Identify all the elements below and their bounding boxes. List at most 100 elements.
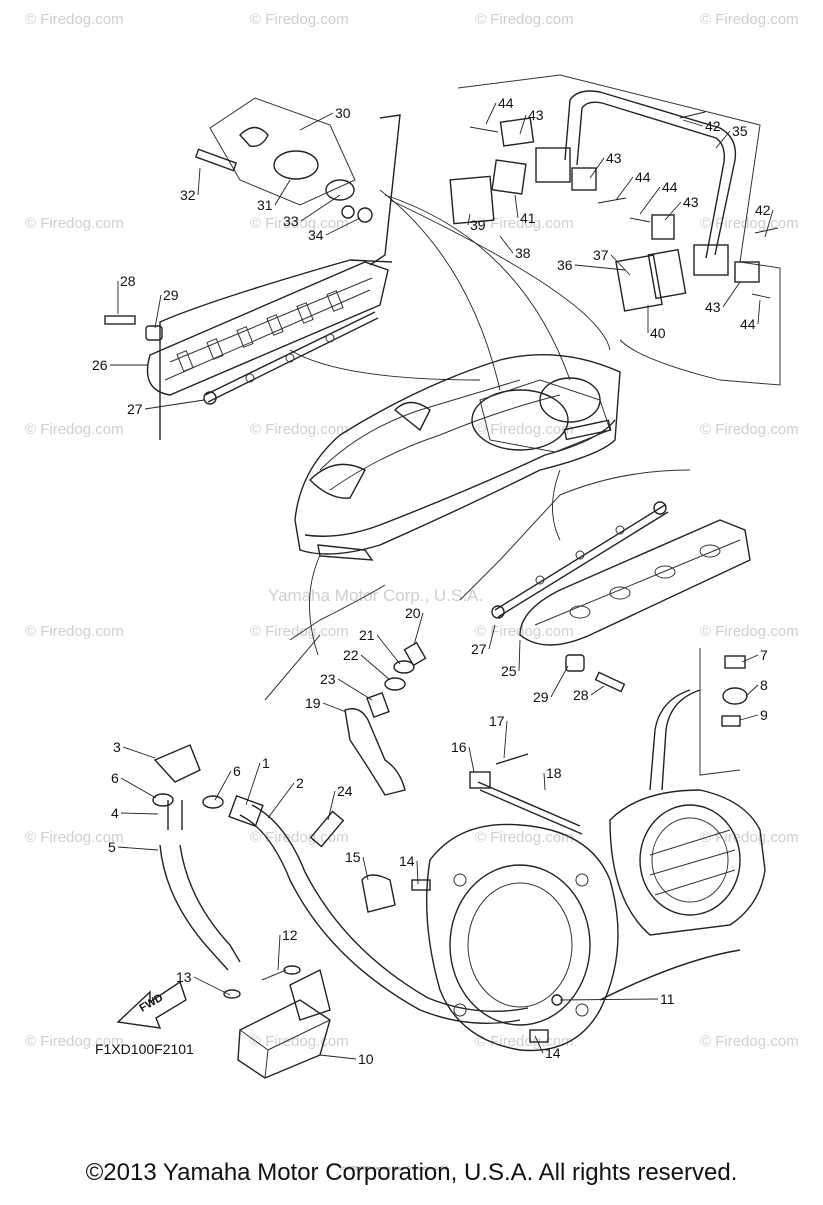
watermark: © Firedog.com — [475, 421, 574, 438]
seat-strap-panel — [104, 259, 393, 440]
watermark: © Firedog.com — [700, 215, 799, 232]
callout-number: 33 — [283, 213, 299, 229]
callout-43: 43 — [664, 194, 699, 221]
callout-16: 16 — [451, 739, 475, 773]
callout-number: 1 — [262, 755, 270, 771]
leader-line — [518, 639, 521, 672]
callout-27: 27 — [127, 399, 205, 417]
grab-handle-parts — [194, 97, 401, 266]
callout-33: 33 — [283, 194, 341, 229]
leader-line — [360, 654, 391, 681]
lower-strap-panel — [459, 469, 751, 693]
leader-line — [589, 157, 605, 179]
center-watermark: Yamaha Motor Corp., U.S.A. — [268, 586, 483, 605]
bolt-28 — [104, 315, 136, 325]
callout-41: 41 — [514, 194, 536, 226]
callout-number: 18 — [546, 765, 562, 781]
handle-mount-left — [535, 147, 571, 183]
watermark: © Firedog.com — [25, 1033, 124, 1050]
callout-number: 21 — [359, 627, 375, 643]
callout-14: 14 — [399, 853, 419, 885]
callout-8: 8 — [745, 677, 768, 697]
leader-line — [120, 777, 157, 799]
callout-number: 14 — [399, 853, 415, 869]
strap-slots — [176, 290, 344, 372]
leader-line — [664, 201, 682, 221]
callout-32: 32 — [180, 167, 201, 203]
callout-23: 23 — [320, 671, 373, 701]
leader-line — [543, 772, 546, 791]
callout-number: 16 — [451, 739, 467, 755]
drain-fittings — [309, 641, 427, 848]
leader-line — [503, 720, 508, 759]
leader-line — [376, 634, 401, 665]
callout-number: 20 — [405, 605, 421, 621]
callout-9: 9 — [739, 707, 768, 723]
fwd-label: FWD — [138, 992, 166, 1015]
leader-line — [722, 281, 741, 308]
callout-35: 35 — [715, 123, 748, 149]
leader-line — [277, 934, 281, 971]
leader-line — [559, 998, 659, 1001]
leader-line — [154, 294, 162, 329]
callout-number: 6 — [233, 763, 241, 779]
callout-40: 40 — [647, 305, 666, 341]
watermark: © Firedog.com — [250, 11, 349, 28]
callout-number: 8 — [760, 677, 768, 693]
callout-10: 10 — [319, 1051, 374, 1067]
footer-copyright: ©2013 Yamaha Motor Corporation, U.S.A. A… — [85, 1159, 738, 1186]
hose-assembly — [152, 744, 529, 1025]
callout-18: 18 — [543, 765, 562, 791]
callout-number: 44 — [662, 179, 678, 195]
callout-44: 44 — [740, 299, 761, 332]
watermark: © Firedog.com — [250, 623, 349, 640]
callout-number: 6 — [111, 770, 119, 786]
leader-line — [413, 612, 424, 646]
watermark: © Firedog.com — [250, 829, 349, 846]
callout-39: 39 — [467, 213, 486, 233]
callout-5: 5 — [108, 839, 159, 855]
watermark: © Firedog.com — [25, 215, 124, 232]
callout-28: 28 — [117, 273, 136, 314]
watermark: © Firedog.com — [25, 421, 124, 438]
leader-line — [757, 299, 761, 325]
callout-number: 43 — [683, 194, 699, 210]
callout-number: 24 — [337, 783, 353, 799]
callout-number: 27 — [127, 401, 143, 417]
callout-37: 37 — [593, 247, 631, 276]
callout-7: 7 — [741, 647, 768, 663]
callout-42: 42 — [682, 118, 721, 134]
leader-line — [467, 213, 471, 226]
callout-43: 43 — [519, 107, 544, 135]
leader-line — [741, 654, 759, 663]
callout-44: 44 — [615, 169, 651, 201]
watermark: © Firedog.com — [475, 215, 574, 232]
leader-line — [499, 235, 514, 254]
callout-number: 40 — [650, 325, 666, 341]
callout-30: 30 — [299, 105, 351, 131]
leader-line — [715, 130, 731, 149]
callout-number: 29 — [163, 287, 179, 303]
callout-17: 17 — [489, 713, 508, 759]
callout-number: 23 — [320, 671, 336, 687]
callout-number: 13 — [176, 969, 192, 985]
watermark: © Firedog.com — [475, 11, 574, 28]
leader-line — [485, 102, 497, 125]
leader-line — [325, 217, 361, 236]
callout-number: 30 — [335, 105, 351, 121]
callout-number: 41 — [520, 210, 536, 226]
leader-line — [610, 254, 631, 276]
leader-line — [519, 114, 527, 135]
callout-3: 3 — [113, 739, 156, 759]
callout-29: 29 — [154, 287, 179, 329]
callout-number: 38 — [515, 245, 531, 261]
callout-24: 24 — [327, 783, 353, 821]
watermark: © Firedog.com — [700, 829, 799, 846]
leader-line — [745, 684, 759, 697]
callout-11: 11 — [559, 991, 675, 1007]
callout-28: 28 — [573, 685, 605, 703]
leader-line — [267, 782, 295, 819]
leader-line — [117, 846, 159, 851]
callout-number: 42 — [705, 118, 721, 134]
